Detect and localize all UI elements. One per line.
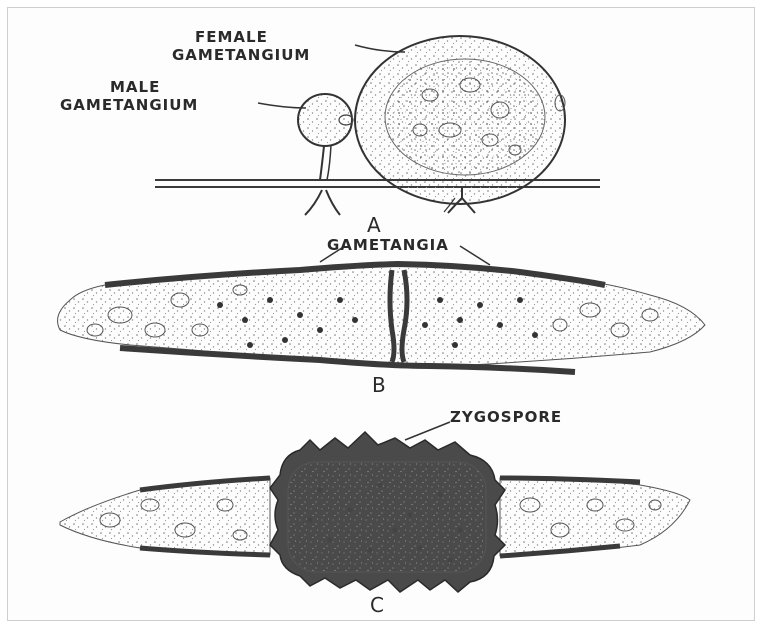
panel-c: ZYGOSPORE C: [60, 408, 690, 617]
panel-b-caption: B: [372, 373, 386, 397]
zygospore-leader-line: [405, 422, 450, 440]
panel-c-caption: C: [370, 593, 384, 617]
gametangia-leader-right: [460, 246, 490, 265]
male-label-line1: MALE: [110, 78, 160, 96]
female-label-line2: GAMETANGIUM: [172, 46, 310, 64]
male-gametangium: [298, 94, 353, 215]
female-leader-line: [355, 45, 405, 52]
male-leader-line: [258, 103, 306, 108]
female-label-line1: FEMALE: [195, 28, 268, 46]
panel-a-caption: A: [367, 213, 381, 237]
zygospore-label: ZYGOSPORE: [450, 408, 562, 426]
zygospore: [270, 432, 505, 592]
male-label-line2: GAMETANGIUM: [60, 96, 198, 114]
gametangia-label: GAMETANGIA: [327, 236, 449, 254]
panel-a: FEMALE GAMETANGIUM MALE GAMETANGIUM A: [60, 28, 600, 237]
panel-b: GAMETANGIA B: [58, 236, 705, 397]
